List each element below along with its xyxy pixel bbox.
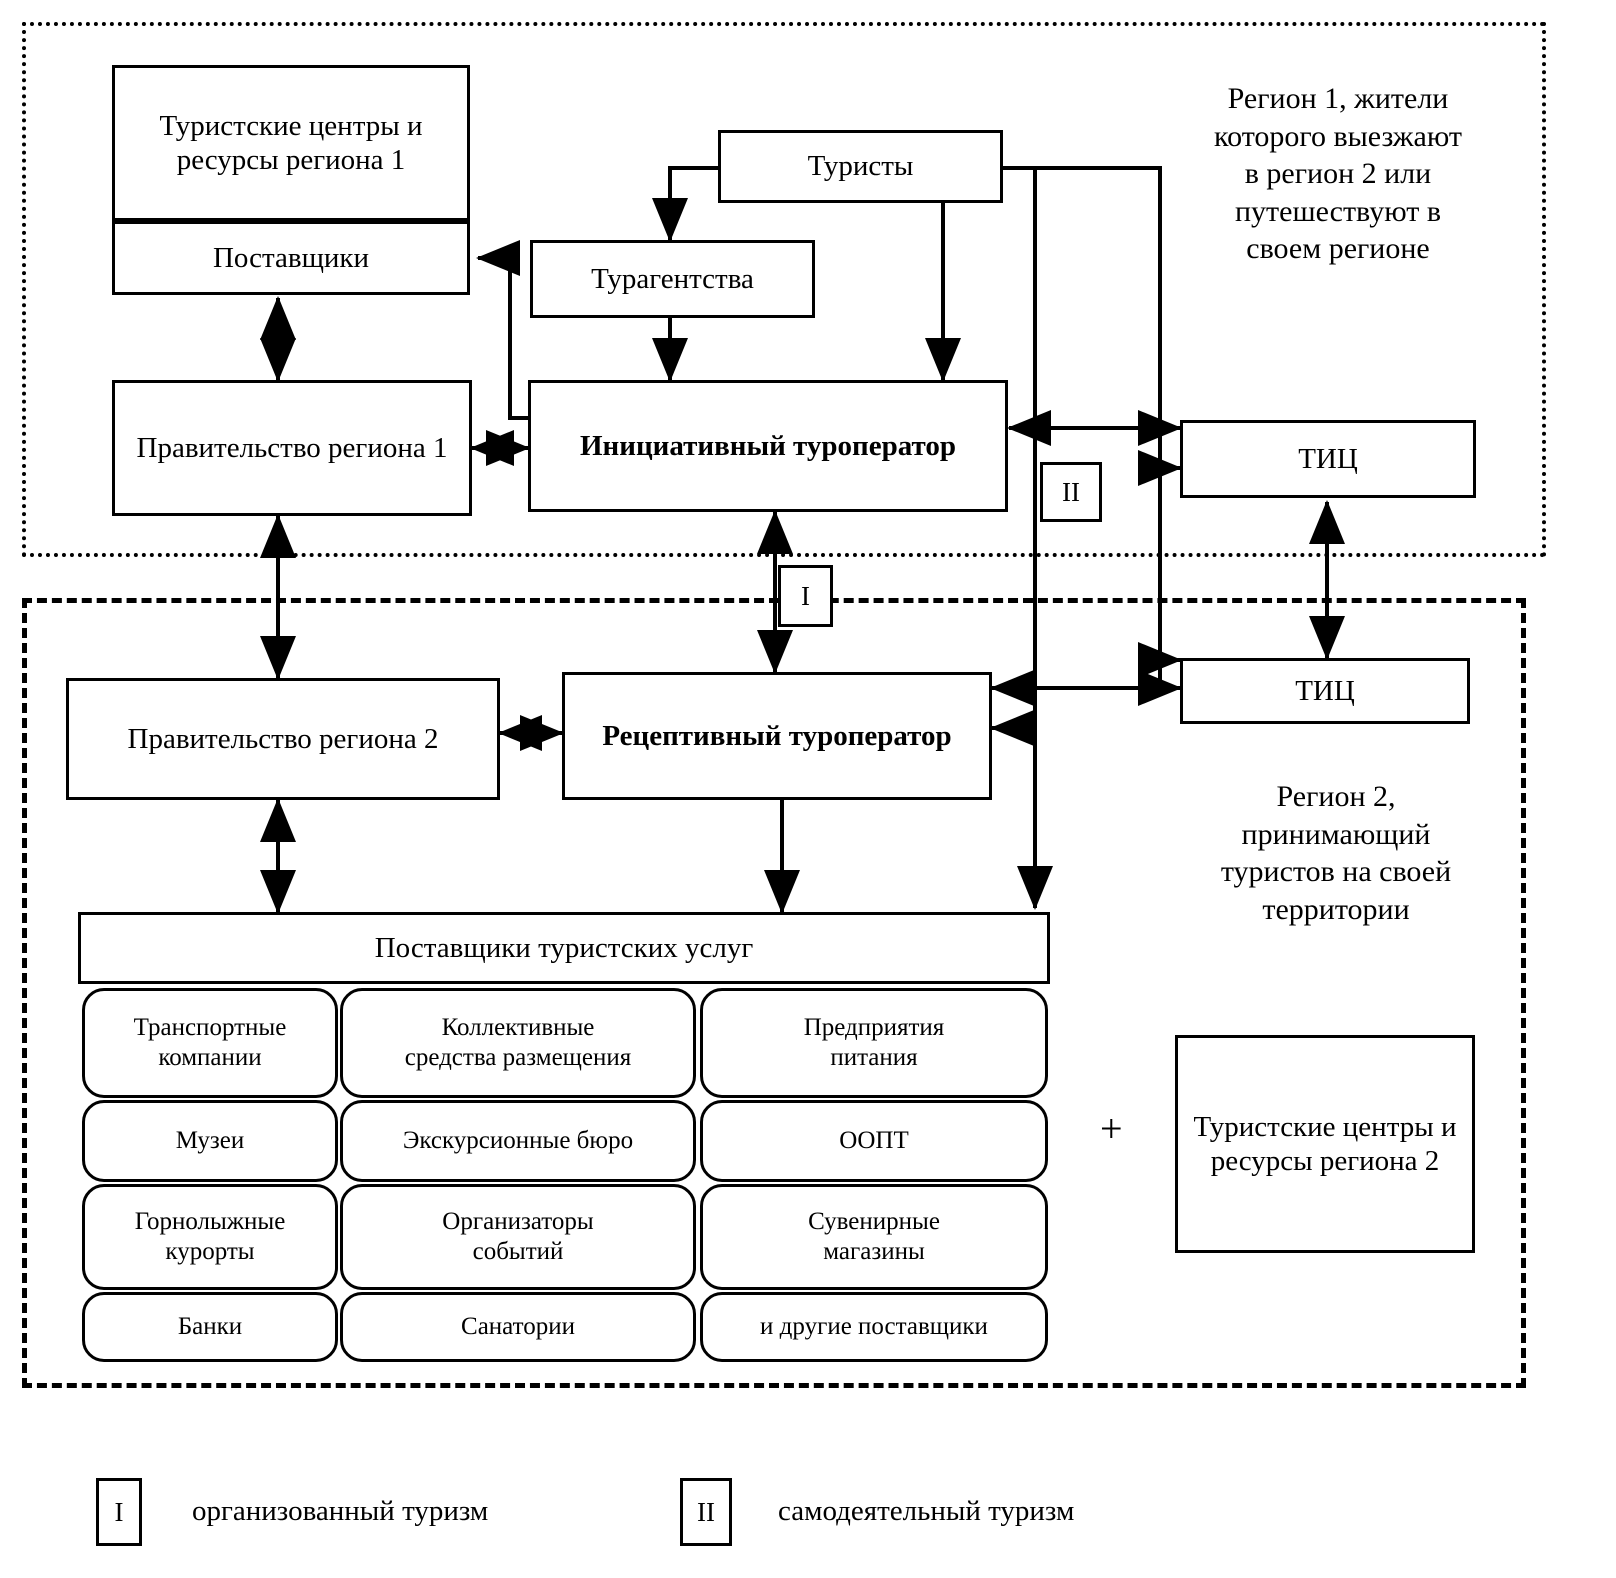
legend-label-organized: организованный туризм — [192, 1495, 489, 1527]
box-tic-region-2: ТИЦ — [1180, 658, 1470, 724]
box-tourists: Туристы — [718, 130, 1003, 203]
legend-marker-organized: I — [96, 1478, 142, 1546]
supplier-cell: ООПТ — [700, 1100, 1048, 1182]
box-suppliers-header: Поставщики туристских услуг — [78, 912, 1050, 984]
box-tourist-centers-region-2: Туристские центры и ресурсы региона 2 — [1175, 1035, 1475, 1253]
box-tourist-centers-region-1: Туристские центры и ресурсы региона 1 — [112, 65, 470, 221]
supplier-cell: Сувенирные магазины — [700, 1184, 1048, 1290]
region-1-caption: Регион 1, жители которого выезжают в рег… — [1214, 82, 1462, 265]
box-suppliers-region-1: Поставщики — [112, 221, 470, 295]
box-initiative-tour-operator: Инициативный туроператор — [528, 380, 1008, 512]
box-receptive-tour-operator: Рецептивный туроператор — [562, 672, 992, 800]
supplier-cell: и другие поставщики — [700, 1292, 1048, 1362]
supplier-cell: Коллективные средства размещения — [340, 988, 696, 1098]
plus-sign: + — [1100, 1106, 1123, 1151]
supplier-cell: Музеи — [82, 1100, 338, 1182]
supplier-cell: Банки — [82, 1292, 338, 1362]
supplier-cell: Транспортные компании — [82, 988, 338, 1098]
supplier-cell: Предприятия питания — [700, 988, 1048, 1098]
box-tic-region-1: ТИЦ — [1180, 420, 1476, 498]
box-government-region-2: Правительство региона 2 — [66, 678, 500, 800]
box-government-region-1: Правительство региона 1 — [112, 380, 472, 516]
legend-label-amateur: самодеятельный туризм — [778, 1495, 1075, 1527]
legend-marker-amateur: II — [680, 1478, 732, 1546]
supplier-cell: Организаторы событий — [340, 1184, 696, 1290]
supplier-cell: Горнолыжные курорты — [82, 1184, 338, 1290]
region-2-caption: Регион 2, принимающий туристов на своей … — [1220, 780, 1452, 926]
supplier-cell: Экскурсионные бюро — [340, 1100, 696, 1182]
flow-tag-organized: I — [778, 565, 833, 627]
supplier-cell: Санатории — [340, 1292, 696, 1362]
box-travel-agencies: Турагентства — [530, 240, 815, 318]
flow-tag-amateur: II — [1040, 462, 1102, 522]
